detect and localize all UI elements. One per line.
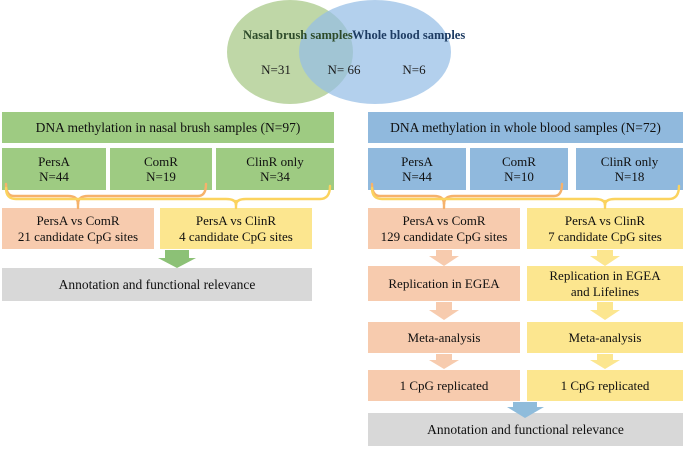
right-arrow-peach-1-icon [429,250,459,266]
left-comparison-persa-vs-clinr-result: 4 candidate CpG sites [179,228,293,244]
venn-label-whole-blood-line1: Whole blood [352,28,420,42]
venn-count-whole-blood: N=6 [402,62,426,77]
right-meta-analysis-comr-text: Meta-analysis [407,329,481,345]
left-group-comr-name: ComR [144,153,178,169]
left-comparison-persa-vs-clinr-title: PersA vs ClinR [195,213,277,229]
right-replication-egea: Replication in EGEA [368,266,520,301]
right-branch-header: DNA methylation in whole blood samples (… [368,112,683,143]
venn-label-nasal-brush: Nasal brush samples [243,28,353,43]
left-group-clinr: ClinR only N=34 [216,148,334,190]
right-group-clinr-n: N=18 [614,169,645,184]
right-comparison-persa-vs-clinr: PersA vs ClinR 7 candidate CpG sites [527,208,683,249]
left-branch-header-text: DNA methylation in nasal brush samples (… [35,119,301,135]
right-group-persa: PersA N=44 [368,148,466,190]
right-replication-egea-lifelines: Replication in EGEA and Lifelines [527,266,683,301]
left-comparison-persa-vs-comr-title: PersA vs ComR [36,213,120,229]
right-arrow-peach-2-icon [429,302,459,320]
right-replication-egea-lifelines-line2: and Lifelines [570,283,640,299]
right-arrow-yellow-1-icon [590,250,620,266]
right-replicated-cpg-comr-text: 1 CpG replicated [399,377,489,393]
right-group-clinr-name: ClinR only [600,153,659,169]
right-comparison-persa-vs-comr: PersA vs ComR 129 candidate CpG sites [368,208,520,249]
left-group-comr: ComR N=19 [110,148,212,190]
right-comparison-persa-vs-comr-title: PersA vs ComR [402,213,486,229]
right-arrow-yellow-3-icon [590,354,620,369]
left-comparison-persa-vs-clinr: PersA vs ClinR 4 candidate CpG sites [160,208,312,249]
venn-count-overlap: N= 66 [327,62,361,77]
right-group-persa-name: PersA [401,153,433,169]
right-annotation-text: Annotation and functional relevance [427,421,624,437]
right-group-comr-name: ComR [502,153,536,169]
left-annotation-box: Annotation and functional relevance [2,268,312,301]
right-meta-analysis-clinr: Meta-analysis [527,322,683,353]
venn-count-nasal-brush: N=31 [261,62,291,77]
venn-label-nasal-brush-line2: samples [310,28,353,42]
venn-circle-whole-blood [299,0,451,104]
right-replicated-cpg-clinr: 1 CpG replicated [527,370,683,401]
left-group-persa-name: PersA [38,153,70,169]
right-group-persa-n: N=44 [402,169,432,184]
left-group-clinr-n: N=34 [260,169,290,184]
right-group-comr: ComR N=10 [470,148,568,190]
venn-label-whole-blood: Whole blood samples [352,28,465,43]
right-annotation-box: Annotation and functional relevance [368,413,683,446]
right-comparison-persa-vs-clinr-result: 7 candidate CpG sites [548,228,662,244]
venn-label-nasal-brush-line1: Nasal brush [243,28,308,42]
left-comparison-persa-vs-comr-result: 21 candidate CpG sites [17,228,139,244]
right-meta-analysis-comr: Meta-analysis [368,322,520,353]
left-group-persa-n: N=44 [39,169,69,184]
right-arrow-yellow-2-icon [590,302,620,320]
right-meta-analysis-clinr-text: Meta-analysis [568,329,642,345]
left-comparison-persa-vs-comr: PersA vs ComR 21 candidate CpG sites [2,208,154,249]
right-arrow-peach-3-icon [429,354,459,369]
right-branch-header-text: DNA methylation in whole blood samples (… [390,119,661,135]
right-replicated-cpg-clinr-text: 1 CpG replicated [560,377,650,393]
right-group-clinr: ClinR only N=18 [576,148,683,190]
left-group-clinr-name: ClinR only [246,153,304,169]
right-comparison-persa-vs-comr-result: 129 candidate CpG sites [380,228,508,244]
left-group-persa: PersA N=44 [2,148,106,190]
right-group-comr-n: N=10 [504,169,534,184]
right-replication-egea-line1: Replication in EGEA [388,275,500,291]
venn-label-whole-blood-line2: samples [422,28,466,42]
left-group-comr-n: N=19 [146,169,176,184]
right-replicated-cpg-comr: 1 CpG replicated [368,370,520,401]
right-comparison-persa-vs-clinr-title: PersA vs ClinR [564,213,646,229]
left-annotation-text: Annotation and functional relevance [58,276,256,292]
left-green-arrow-icon [158,250,196,268]
right-replication-egea-lifelines-line1: Replication in EGEA [549,268,661,284]
left-branch-header: DNA methylation in nasal brush samples (… [2,112,334,143]
